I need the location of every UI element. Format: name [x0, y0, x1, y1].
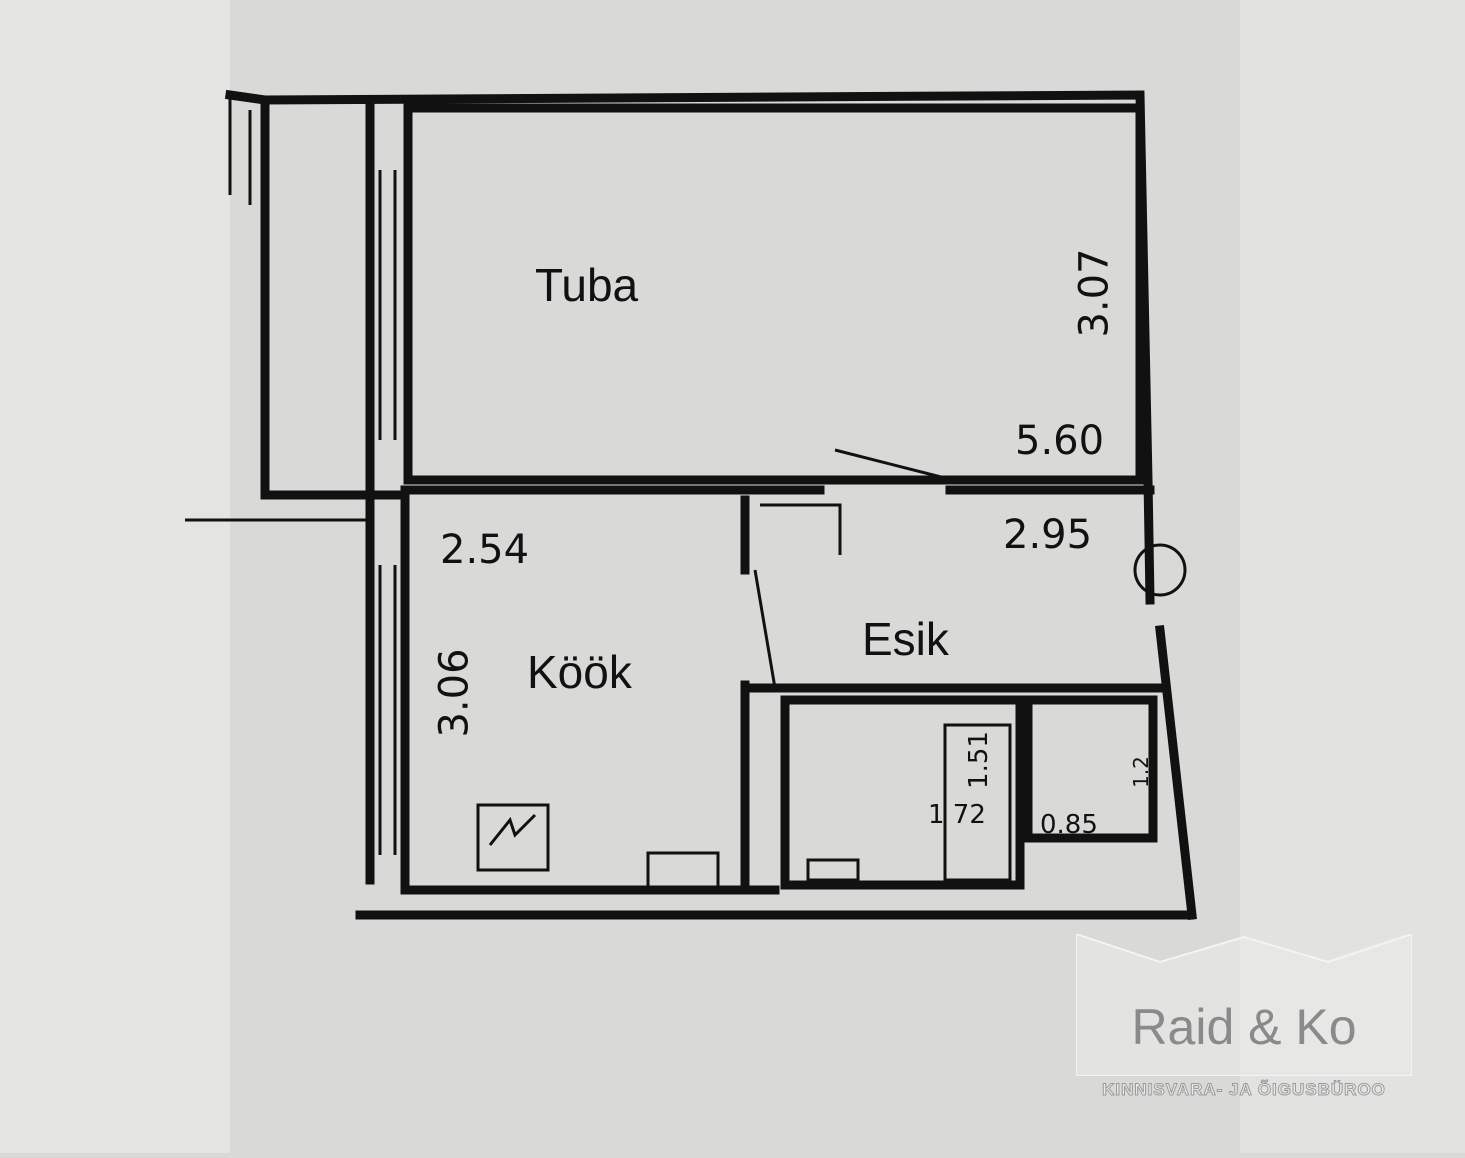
stove: [476, 803, 550, 872]
watermark-name: Raid & Ko: [1131, 999, 1357, 1055]
dim-kook-height: 3.06: [431, 648, 478, 738]
dim-tuba-height: 3.07: [1071, 248, 1118, 338]
bathroom: [780, 695, 1025, 890]
wc: [1023, 695, 1158, 843]
dim-bath-height: 1.51: [963, 731, 994, 789]
watermark-subtitle: KINNISVARA- JA ÕIGUSBÜROO: [1102, 1080, 1386, 1100]
tuba-room: [403, 103, 1145, 485]
room-label-tuba: Tuba: [535, 259, 639, 311]
sink: [646, 851, 720, 892]
dim-tuba-width: 5.60: [1015, 418, 1105, 464]
dim-bath-width: 1 72: [928, 800, 986, 830]
room-label-kook: Köök: [527, 646, 632, 698]
dim-kook-width: 2.54: [440, 527, 530, 573]
dim-wc-height: 1.2: [1128, 756, 1153, 788]
watermark-logo: [1076, 934, 1412, 1076]
dim-wc-width: 0.85: [1040, 810, 1098, 840]
dim-esik-width: 2.95: [1003, 512, 1093, 558]
room-label-esik: Esik: [862, 613, 949, 665]
